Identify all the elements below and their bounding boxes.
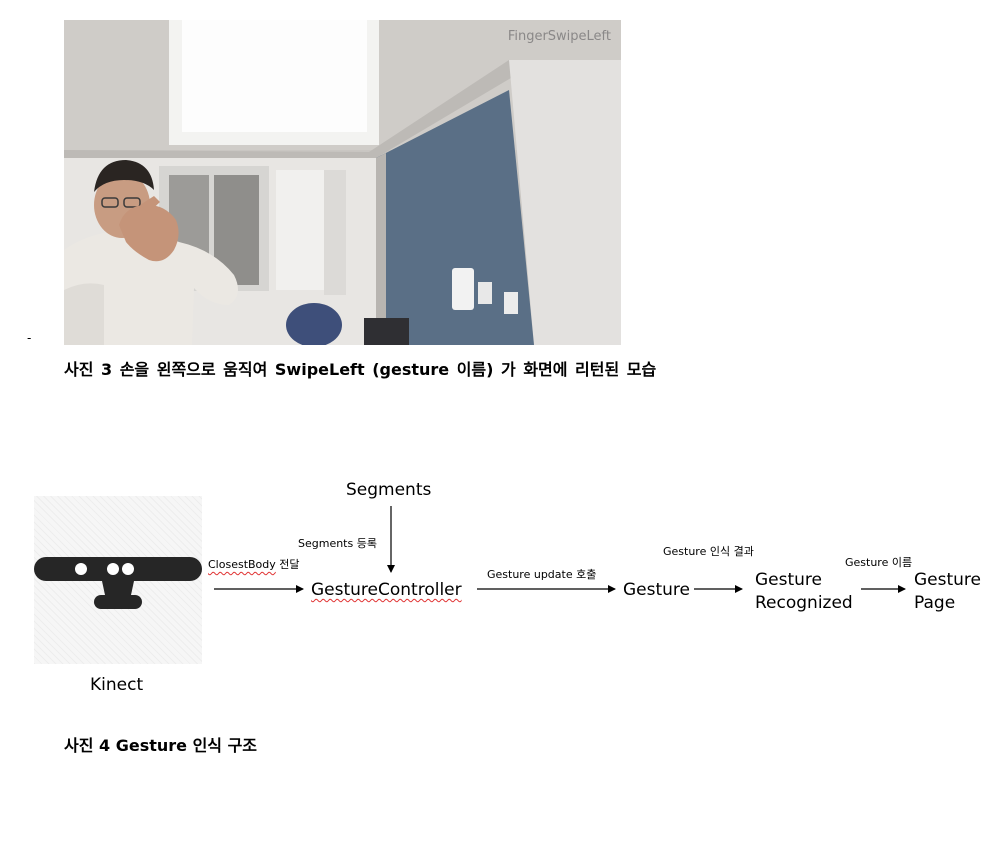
segments-register-label: Segments 등록 <box>298 537 377 550</box>
closest-body-word: ClosestBody <box>208 558 276 571</box>
gesture-recognized-line2: Recognized <box>755 593 853 613</box>
kinect-image <box>34 496 202 664</box>
gesture-recognized-line1: Gesture <box>755 570 823 590</box>
photo-caption: 사진 3 손을 왼쪽으로 움직여 SwipeLeft (gesture 이름) … <box>64 360 657 379</box>
gesture-update-call-label: Gesture update 호출 <box>487 568 597 581</box>
gesture-result-label: Gesture 인식 결과 <box>663 545 754 558</box>
gesture-structure-diagram: Segments Segments 등록 ClosestBody 전달 Gest… <box>0 470 992 710</box>
stray-dash: - <box>27 331 32 345</box>
gesture-photo: FingerSwipeLeft <box>64 20 621 345</box>
closest-body-label: ClosestBody 전달 <box>208 556 300 572</box>
room-scene-illustration <box>64 20 621 345</box>
gesture-page-line1: Gesture <box>914 570 982 590</box>
closest-body-suffix: 전달 <box>275 558 300 571</box>
segments-node: Segments <box>346 480 432 500</box>
diagram-caption: 사진 4 Gesture 인식 구조 <box>64 736 258 755</box>
diagram-arrows <box>214 506 906 593</box>
kinect-label: Kinect <box>90 675 144 695</box>
gesture-node: Gesture <box>623 580 691 600</box>
kinect-sensor-icon <box>34 557 202 609</box>
gesture-page-line2: Page <box>914 593 956 613</box>
gesture-controller-node: GestureController <box>311 580 462 600</box>
gesture-name-label: Gesture 이름 <box>845 556 913 569</box>
gesture-name-overlay: FingerSwipeLeft <box>507 29 611 44</box>
